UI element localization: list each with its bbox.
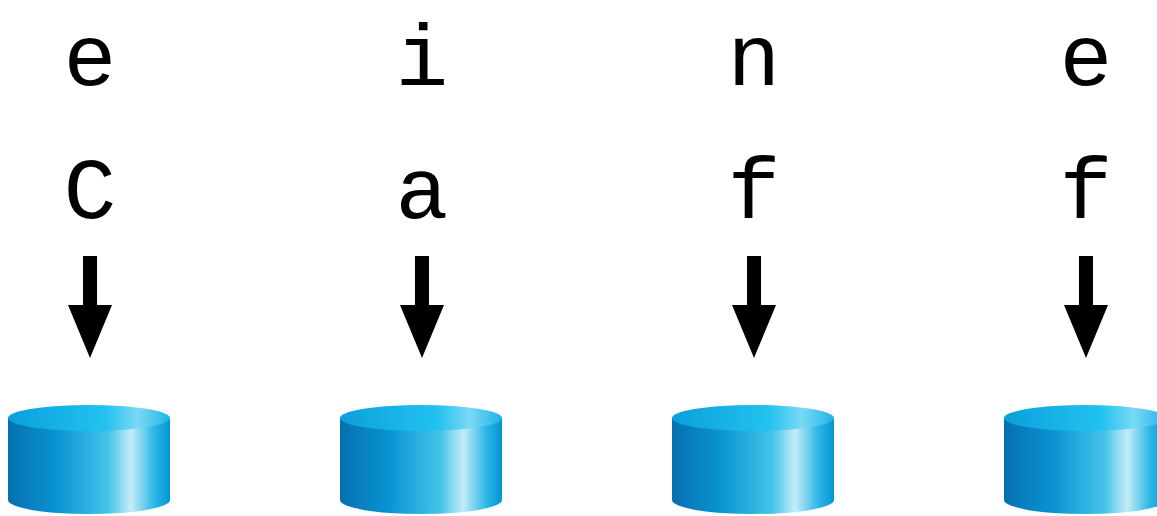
letter-label: e bbox=[64, 18, 117, 106]
letter-label: f bbox=[728, 151, 781, 239]
disk-unit bbox=[8, 256, 170, 514]
letter-label: n bbox=[728, 18, 781, 106]
letter-label: i bbox=[396, 18, 449, 106]
disk-unit bbox=[340, 256, 502, 514]
letter-label: e bbox=[1060, 18, 1113, 106]
disk-unit bbox=[672, 256, 834, 514]
letter-label: f bbox=[1060, 151, 1113, 239]
letter-label: C bbox=[64, 151, 117, 239]
disk-unit bbox=[1004, 256, 1157, 514]
letter-label: a bbox=[396, 151, 449, 239]
